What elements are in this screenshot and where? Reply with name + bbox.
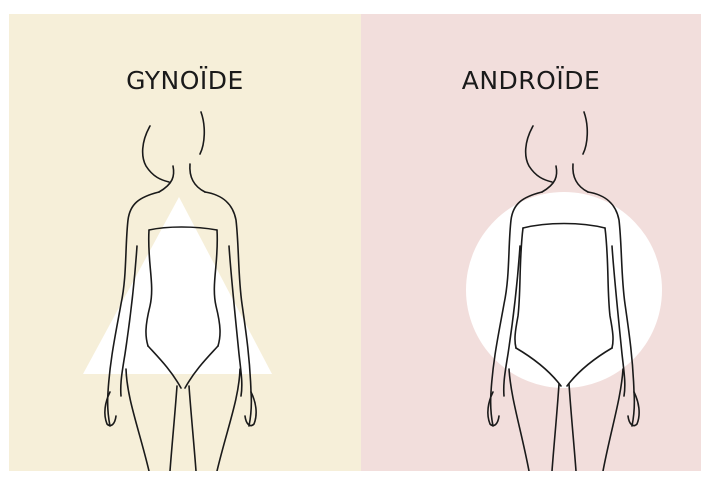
gynoid-panel: GYNOÏDE [9,14,361,471]
gynoid-title: GYNOÏDE [9,66,361,95]
android-title: ANDROÏDE [361,66,701,95]
android-panel: ANDROÏDE [361,14,701,471]
